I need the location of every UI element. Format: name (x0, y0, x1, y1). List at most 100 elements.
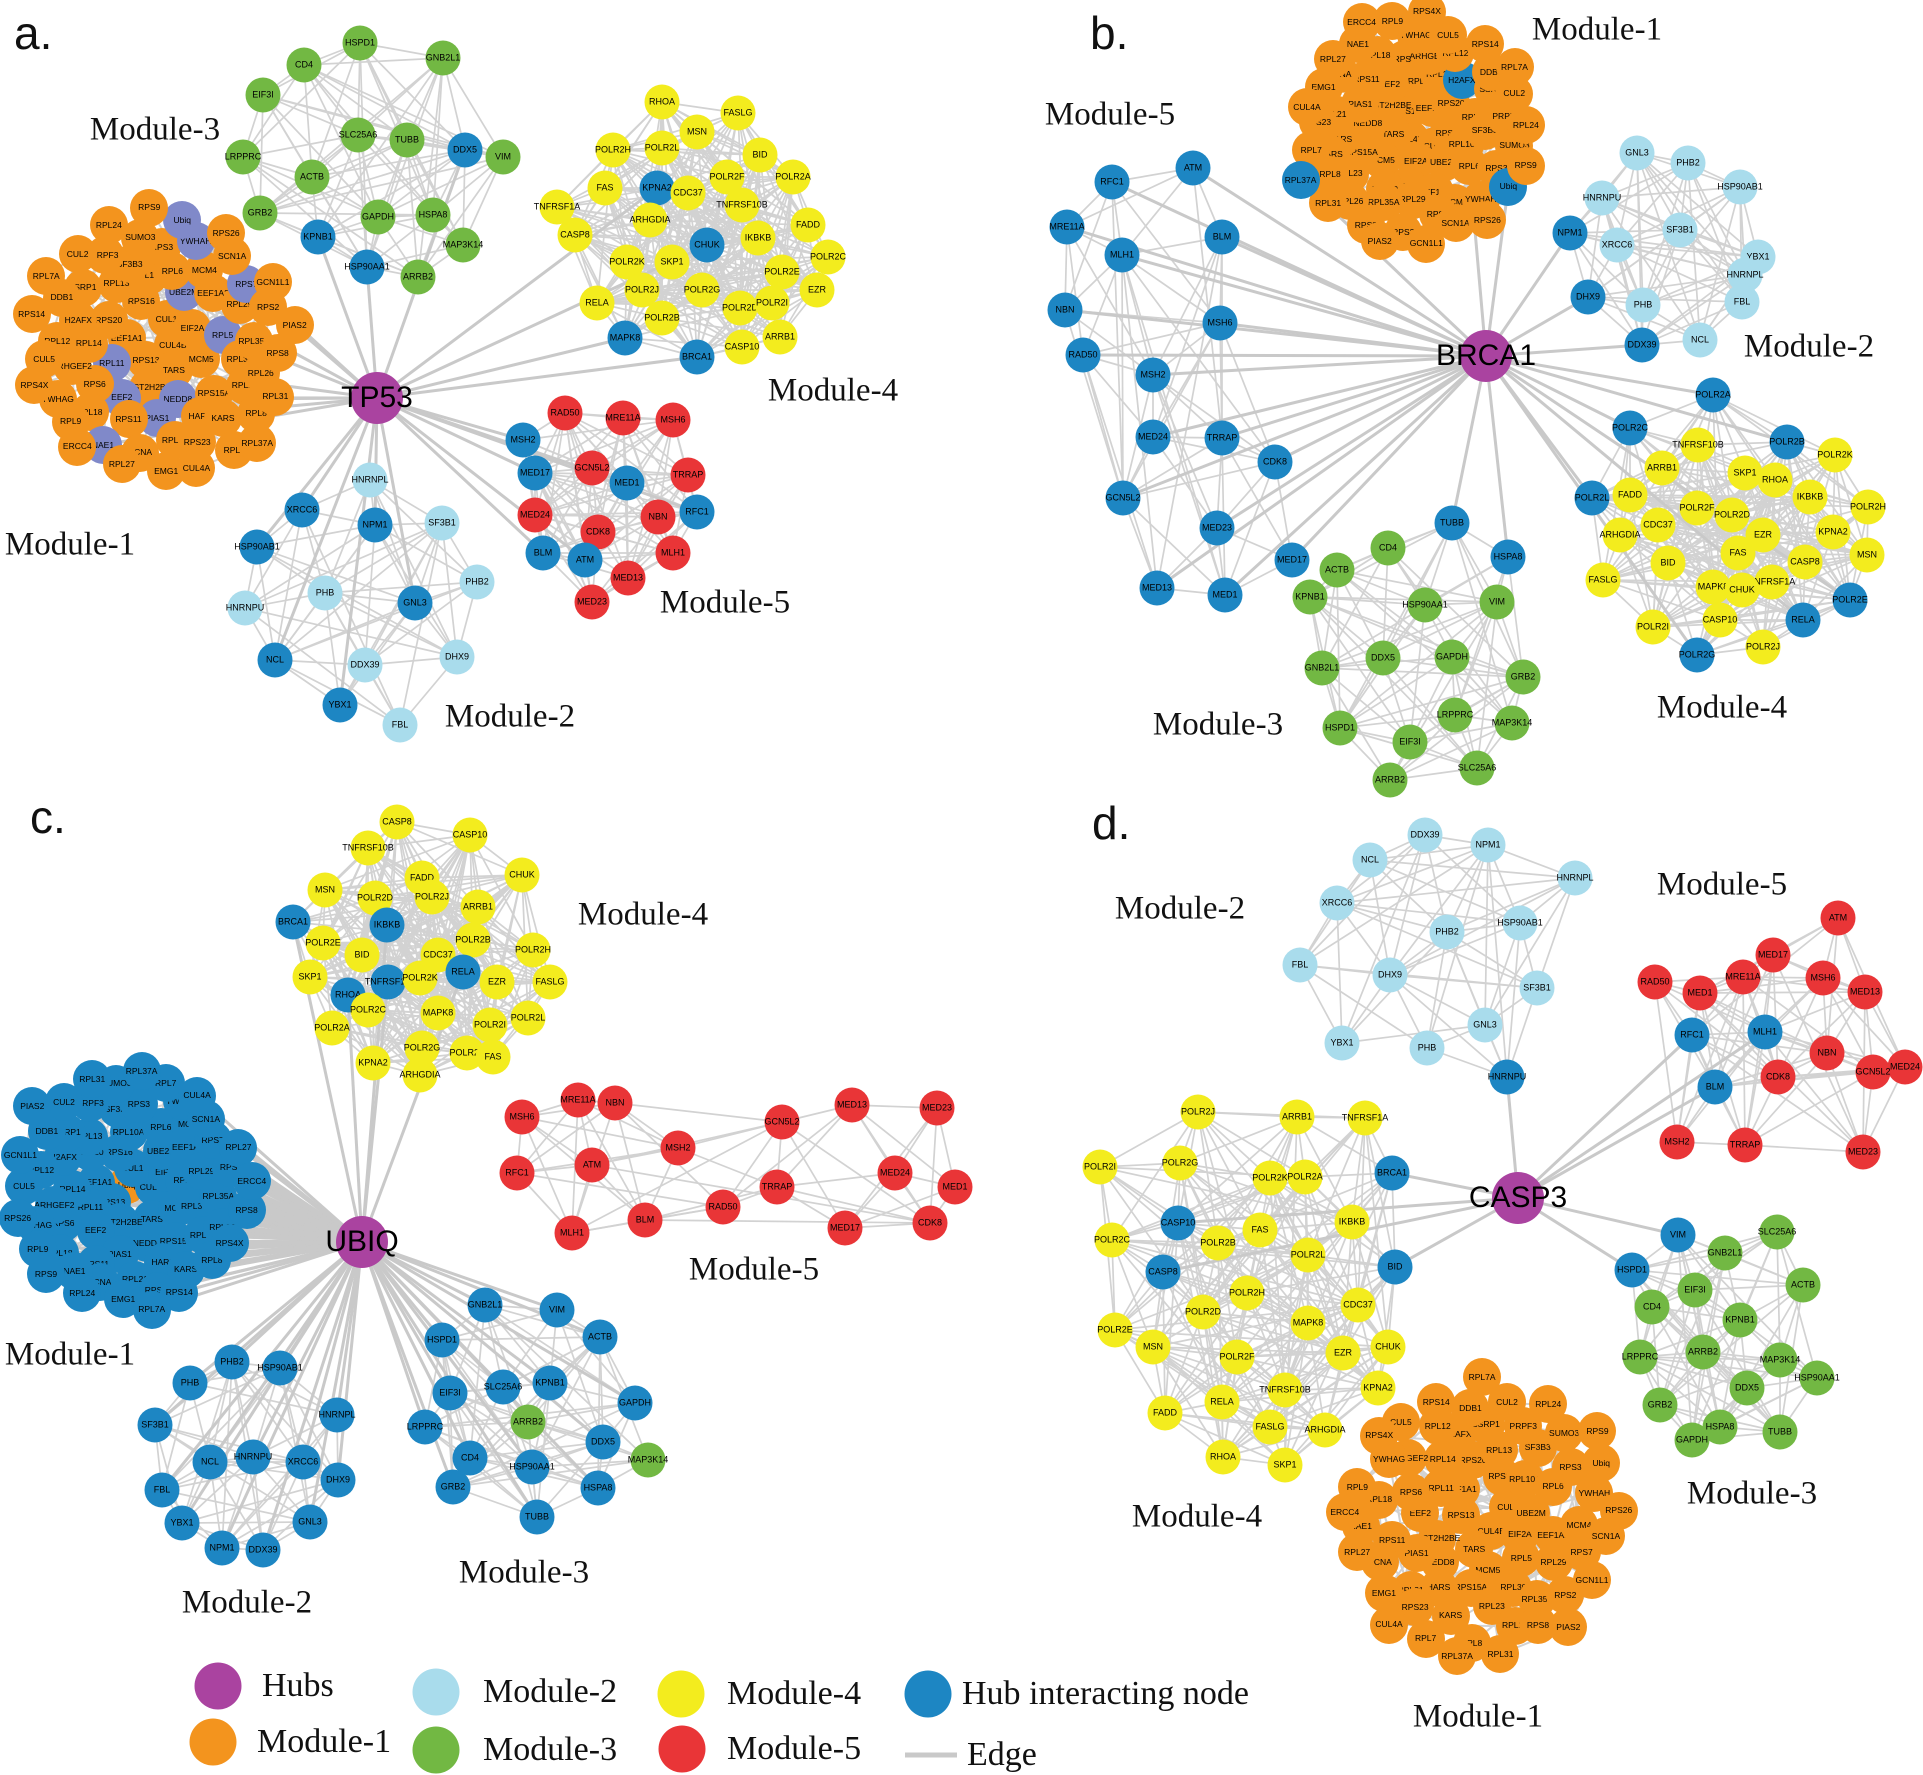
node-ARRB1[interactable]: ARRB1 (1644, 450, 1680, 486)
node-MSN[interactable]: MSN (1135, 1329, 1171, 1365)
node-POLR2I[interactable]: POLR2I (472, 1007, 508, 1043)
node-GRB2[interactable]: GRB2 (1505, 659, 1541, 695)
node-RPS9[interactable]: RPS9 (1506, 146, 1545, 185)
node-CUL4A[interactable]: CUL4A (1370, 1605, 1409, 1644)
node-ATM[interactable]: ATM (567, 542, 603, 578)
node-RELA[interactable]: RELA (579, 285, 615, 321)
node-POLR2B[interactable]: POLR2B (1769, 424, 1805, 460)
node-RAD50[interactable]: RAD50 (705, 1189, 741, 1225)
node-POLR2E[interactable]: POLR2E (1832, 582, 1868, 618)
node-PHB2[interactable]: PHB2 (214, 1344, 250, 1380)
node-YBX1[interactable]: YBX1 (164, 1505, 200, 1541)
node-SKP1[interactable]: SKP1 (292, 959, 328, 995)
node-FADD[interactable]: FADD (1612, 477, 1648, 513)
node-MSH6[interactable]: MSH6 (655, 402, 691, 438)
node-POLR2K[interactable]: POLR2K (1252, 1160, 1288, 1196)
node-GCN1L1[interactable]: GCN1L1 (1407, 224, 1446, 263)
node-ARRB1[interactable]: ARRB1 (1279, 1099, 1315, 1135)
node-POLR2D[interactable]: POLR2D (722, 290, 758, 326)
node-MRE11A[interactable]: MRE11A (605, 400, 641, 436)
node-KPNA2[interactable]: KPNA2 (639, 170, 675, 206)
node-MED1[interactable]: MED1 (1207, 577, 1243, 613)
node-POLR2E[interactable]: POLR2E (1097, 1312, 1133, 1348)
node-CD4[interactable]: CD4 (1634, 1289, 1670, 1325)
node-XRCC6[interactable]: XRCC6 (1599, 227, 1635, 263)
node-POLR2B[interactable]: POLR2B (455, 922, 491, 958)
node-TUBB[interactable]: TUBB (1762, 1414, 1798, 1450)
node-HSPD1[interactable]: HSPD1 (1322, 710, 1358, 746)
node-HSPD1[interactable]: HSPD1 (342, 25, 378, 61)
node-FADD[interactable]: FADD (1147, 1395, 1183, 1431)
node-KPNA2[interactable]: KPNA2 (355, 1045, 391, 1081)
node-IKBKB[interactable]: IKBKB (740, 220, 776, 256)
node-RPL24[interactable]: RPL24 (89, 205, 128, 244)
node-FASLG[interactable]: FASLG (720, 95, 756, 131)
node-MSH2[interactable]: MSH2 (1135, 357, 1171, 393)
node-PIAS2[interactable]: PIAS2 (275, 306, 314, 345)
node-RFC1[interactable]: RFC1 (499, 1155, 535, 1191)
node-CHUK[interactable]: CHUK (504, 857, 540, 893)
node-CASP10[interactable]: CASP10 (452, 817, 488, 853)
node-DDX39[interactable]: DDX39 (1624, 327, 1660, 363)
node-FASLG[interactable]: FASLG (1252, 1409, 1288, 1445)
node-PIAS2[interactable]: PIAS2 (13, 1087, 52, 1126)
node-ACTB[interactable]: ACTB (294, 159, 330, 195)
node-POLR2I[interactable]: POLR2I (1082, 1149, 1118, 1185)
node-MED13[interactable]: MED13 (834, 1087, 870, 1123)
node-Ubiq[interactable]: Ubiq (1582, 1444, 1621, 1482)
node-GAPDH[interactable]: GAPDH (1434, 639, 1470, 675)
node-RELA[interactable]: RELA (1204, 1384, 1240, 1420)
node-MRE11A[interactable]: MRE11A (560, 1082, 596, 1118)
node-POLR2J[interactable]: POLR2J (414, 879, 450, 915)
node-EZR[interactable]: EZR (1325, 1335, 1361, 1371)
node-NCL[interactable]: NCL (192, 1444, 228, 1480)
node-ACTB[interactable]: ACTB (1785, 1267, 1821, 1303)
node-HNRNPU[interactable]: HNRNPU (234, 1439, 272, 1475)
node-DDX5[interactable]: DDX5 (585, 1424, 621, 1460)
node-MLH1[interactable]: MLH1 (1747, 1014, 1783, 1050)
node-GRB2[interactable]: GRB2 (435, 1469, 471, 1505)
node-MSH2[interactable]: MSH2 (1659, 1124, 1695, 1160)
node-HSP90AB1[interactable]: HSP90AB1 (1497, 905, 1543, 941)
node-ERCC4[interactable]: ERCC4 (58, 427, 97, 466)
node-HNRNPU[interactable]: HNRNPU (226, 590, 264, 626)
node-DHX9[interactable]: DHX9 (439, 639, 475, 675)
node-TRRAP[interactable]: TRRAP (670, 457, 706, 493)
node-RFC1[interactable]: RFC1 (1094, 164, 1130, 200)
node-RPS9[interactable]: RPS9 (1578, 1411, 1617, 1450)
node-EZR[interactable]: EZR (479, 964, 515, 1000)
node-RPL7A[interactable]: RPL7A (132, 1290, 171, 1329)
node-RELA[interactable]: RELA (445, 954, 481, 990)
node-VIM[interactable]: VIM (1479, 584, 1515, 620)
node-ATM[interactable]: ATM (574, 1147, 610, 1183)
node-MED17[interactable]: MED17 (1274, 542, 1310, 578)
node-MAP3K14[interactable]: MAP3K14 (1492, 705, 1532, 741)
node-MAP3K14[interactable]: MAP3K14 (443, 227, 483, 263)
node-Ubiq[interactable]: Ubiq (163, 201, 202, 240)
node-GCN1L1[interactable]: GCN1L1 (1573, 1561, 1612, 1600)
node-GNL3[interactable]: GNL3 (292, 1504, 328, 1540)
node-RFC1[interactable]: RFC1 (1674, 1017, 1710, 1053)
node-PHB[interactable]: PHB (172, 1365, 208, 1401)
node-RPL31[interactable]: RPL31 (73, 1060, 112, 1099)
node-LRPPRC[interactable]: LRPPRC (1622, 1339, 1658, 1375)
node-POLR2C[interactable]: POLR2C (810, 239, 846, 275)
node-RAD50[interactable]: RAD50 (1637, 964, 1673, 1000)
node-PHB[interactable]: PHB (1409, 1030, 1445, 1066)
node-ERCC4[interactable]: ERCC4 (1342, 2, 1381, 41)
hub-node-UBIQ[interactable]: UBIQ (325, 1216, 399, 1268)
node-MED24[interactable]: MED24 (517, 497, 553, 533)
node-CASP10[interactable]: CASP10 (724, 329, 760, 365)
node-PHB[interactable]: PHB (1625, 287, 1661, 323)
node-CUL4A[interactable]: CUL4A (1287, 88, 1326, 127)
node-ARHGDIA[interactable]: ARHGDIA (1600, 517, 1641, 553)
node-TRRAP[interactable]: TRRAP (1727, 1127, 1763, 1163)
node-POLR2C[interactable]: POLR2C (1612, 410, 1648, 446)
node-ARRB1[interactable]: ARRB1 (460, 889, 496, 925)
node-MED1[interactable]: MED1 (1682, 975, 1718, 1011)
node-RPL37A[interactable]: RPL37A (238, 424, 277, 463)
node-HSP90AA1[interactable]: HSP90AA1 (1794, 1360, 1840, 1396)
node-NBN[interactable]: NBN (1809, 1035, 1845, 1071)
node-GNB2L1[interactable]: GNB2L1 (1304, 650, 1340, 686)
node-ARHGDIA[interactable]: ARHGDIA (400, 1057, 441, 1093)
